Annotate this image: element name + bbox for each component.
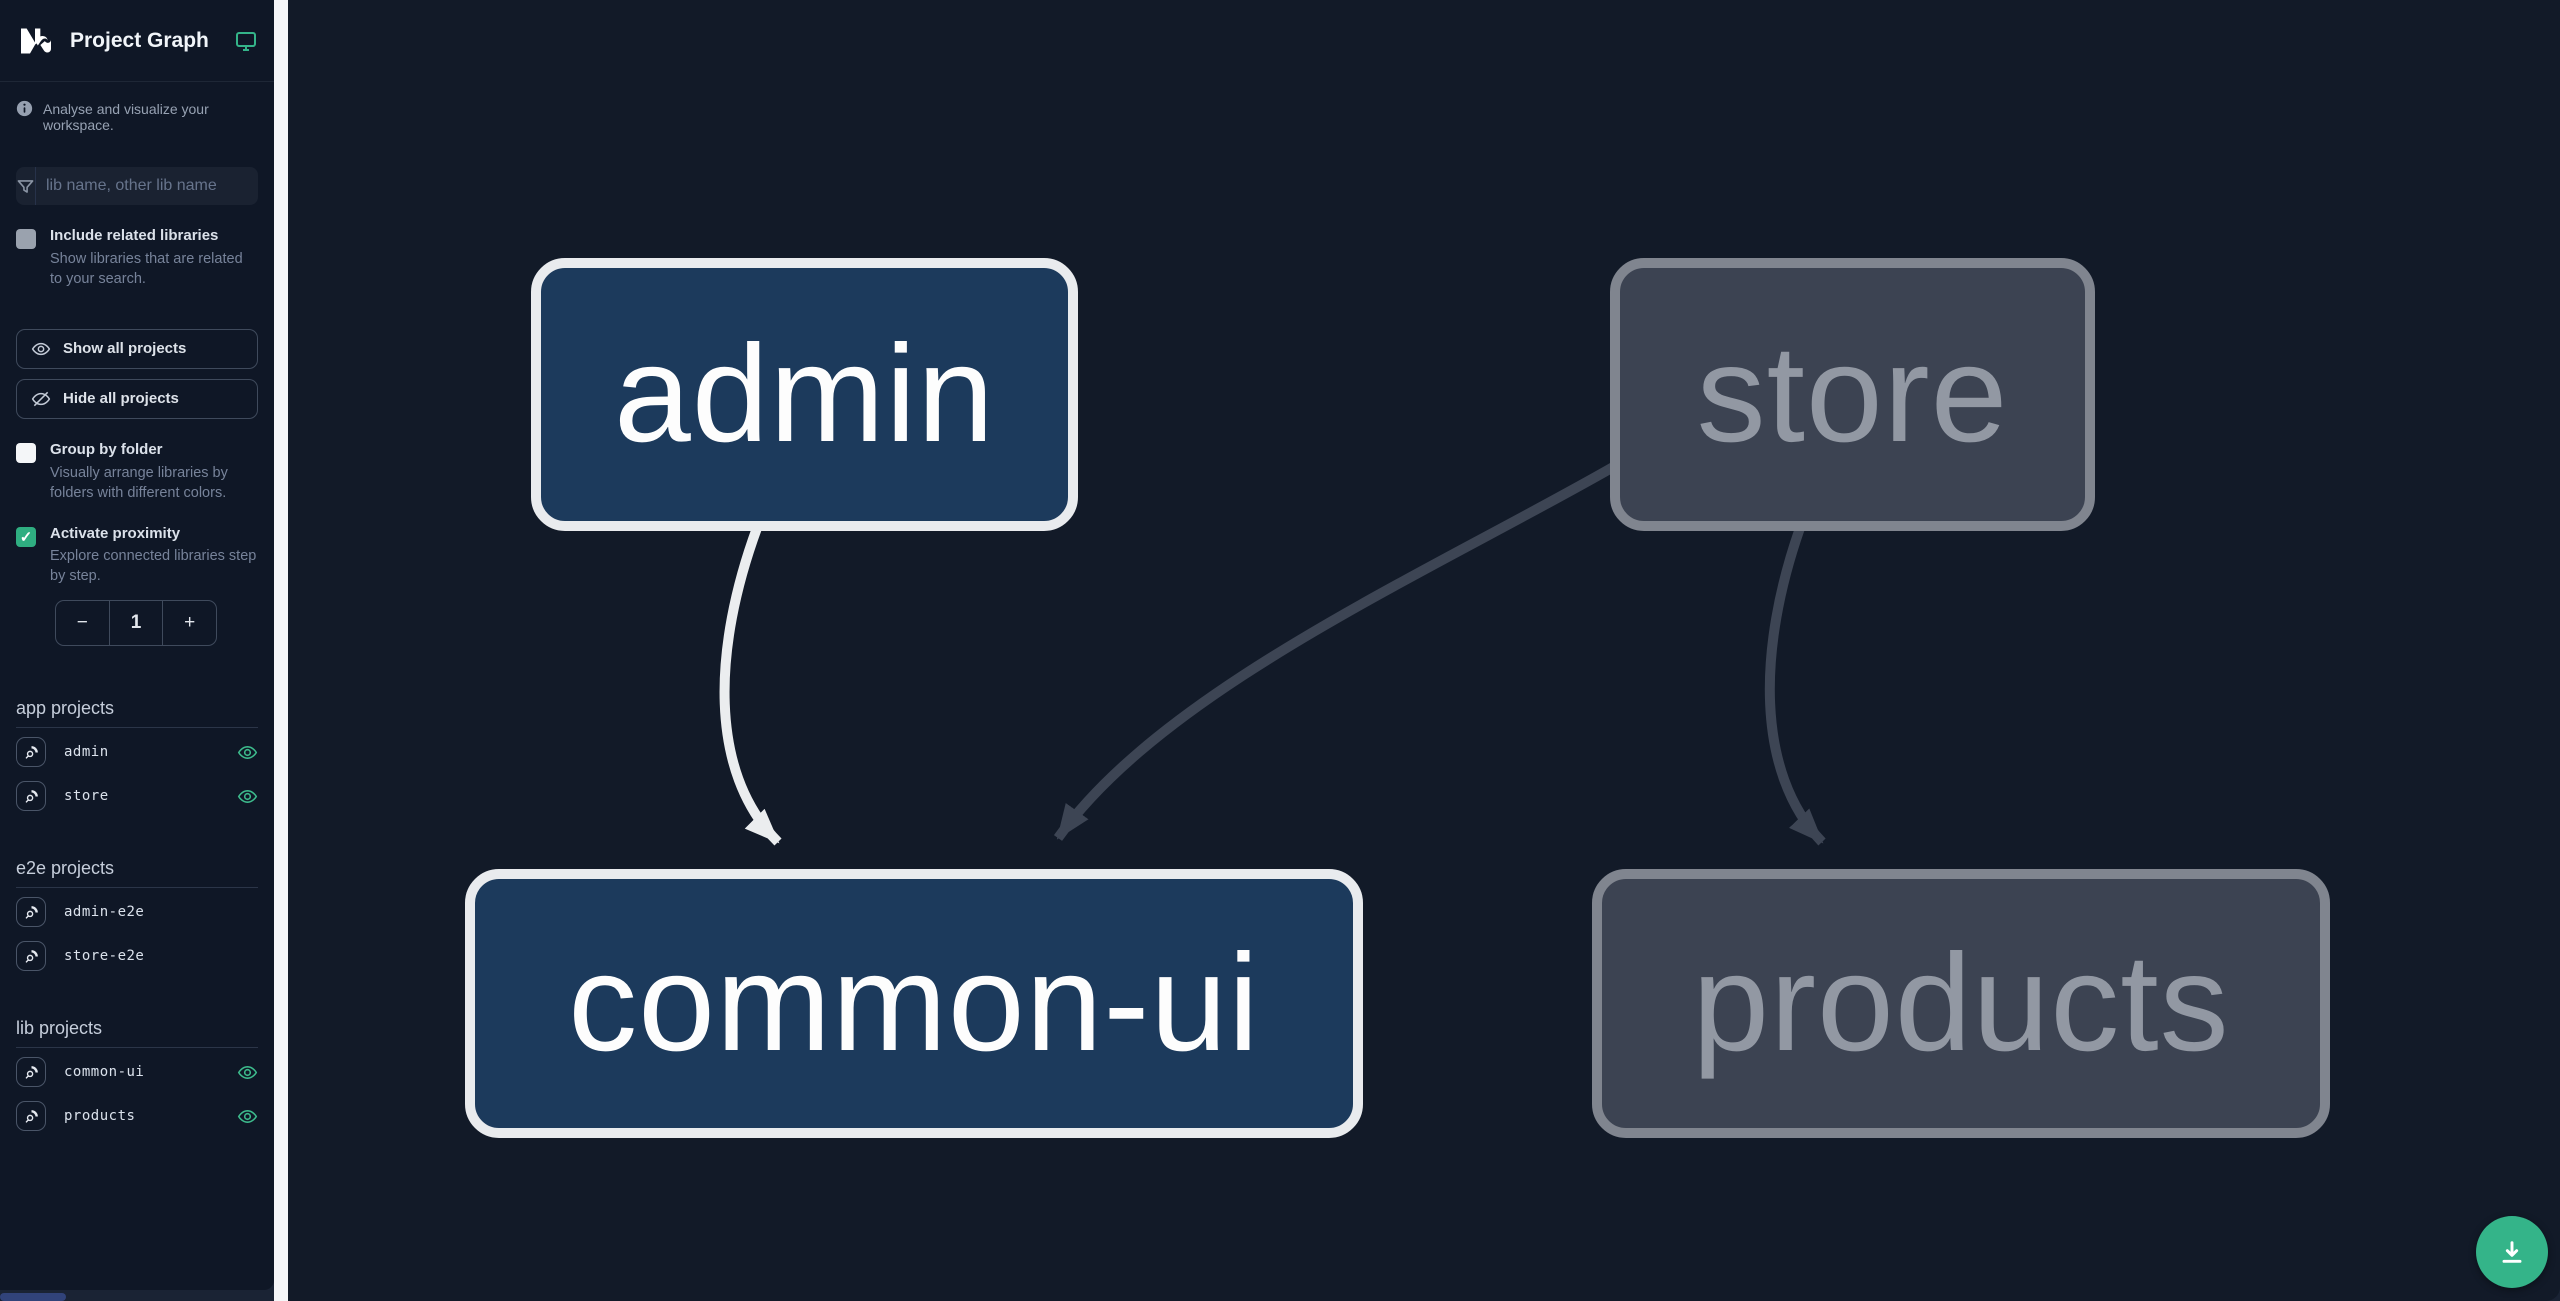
section-title: lib projects <box>16 1018 258 1049</box>
project-row-store: store <box>16 776 258 816</box>
sidebar-resize-handle[interactable] <box>274 0 288 1301</box>
info-icon <box>16 100 33 117</box>
focus-project-button[interactable] <box>16 941 46 972</box>
project-name: admin-e2e <box>64 904 145 921</box>
section-lib-projects: lib projects common-ui <box>16 1018 258 1136</box>
filter-input[interactable] <box>36 167 258 205</box>
include-related-row: Include related libraries Show libraries… <box>0 227 274 289</box>
horizontal-scrollbar-thumb[interactable] <box>0 1293 66 1301</box>
graph-node-store[interactable]: store <box>1610 258 2095 531</box>
focus-project-button[interactable] <box>16 897 46 928</box>
project-name: common-ui <box>64 1064 145 1081</box>
group-by-folder-description: Visually arrange libraries by folders wi… <box>50 464 228 501</box>
nx-logo <box>16 21 56 61</box>
focus-project-button[interactable] <box>16 781 46 812</box>
section-title: app projects <box>16 698 258 729</box>
graph-node-products[interactable]: products <box>1592 869 2330 1138</box>
include-related-label: Include related libraries <box>50 227 219 244</box>
project-name: admin <box>64 744 109 761</box>
include-related-description: Show libraries that are related to your … <box>50 250 243 287</box>
decrement-button[interactable]: − <box>76 612 88 634</box>
node-label: admin <box>614 317 995 471</box>
activate-proximity-row: ✓ Activate proximity Explore connected l… <box>0 525 274 587</box>
section-e2e-projects: e2e projects admin-e2e <box>16 858 258 976</box>
section-title: e2e projects <box>16 858 258 889</box>
focus-project-button[interactable] <box>16 737 46 768</box>
sidebar: Project Graph Analyse and visualize your… <box>0 0 274 1290</box>
toggle-visibility-eye-icon[interactable] <box>237 1062 258 1083</box>
bottom-strip <box>0 1290 274 1301</box>
toggle-visibility-eye-icon[interactable] <box>237 742 258 763</box>
toggle-visibility-eye-icon[interactable] <box>237 786 258 807</box>
hide-all-projects-button[interactable]: Hide all projects <box>16 378 258 419</box>
funnel-icon <box>16 167 36 205</box>
project-row-common-ui: common-ui <box>16 1052 258 1092</box>
sidebar-header: Project Graph <box>0 0 274 82</box>
node-label: common-ui <box>568 926 1260 1080</box>
project-name: products <box>64 1108 136 1125</box>
open-on-desktop-icon[interactable] <box>234 29 258 53</box>
project-row-products: products <box>16 1096 258 1136</box>
proximity-depth-stepper: − 1 + <box>55 600 217 647</box>
focus-project-button[interactable] <box>16 1101 46 1132</box>
increment-button[interactable]: + <box>162 601 216 646</box>
group-by-folder-row: Group by folder Visually arrange librari… <box>0 441 274 503</box>
project-row-store-e2e: store-e2e <box>16 936 258 976</box>
show-all-projects-button[interactable]: Show all projects <box>16 328 258 369</box>
node-label: products <box>1692 926 2230 1080</box>
group-by-folder-checkbox[interactable] <box>16 442 36 463</box>
eye-slash-icon <box>31 389 51 409</box>
show-all-projects-label: Show all projects <box>63 340 187 358</box>
tagline-text: Analyse and visualize your workspace. <box>43 101 209 133</box>
proximity-depth-value: 1 <box>108 601 163 646</box>
include-related-checkbox[interactable] <box>16 229 36 249</box>
activate-proximity-checkbox[interactable]: ✓ <box>16 526 36 547</box>
eye-icon <box>31 339 51 359</box>
project-name: store-e2e <box>64 948 145 965</box>
node-label: store <box>1696 317 2009 471</box>
group-by-folder-label: Group by folder <box>50 440 163 458</box>
toggle-visibility-eye-icon[interactable] <box>237 1106 258 1127</box>
download-image-button[interactable] <box>2476 1216 2548 1288</box>
hide-all-projects-label: Hide all projects <box>63 390 179 408</box>
filter-box <box>16 167 258 205</box>
page-title: Project Graph <box>70 28 209 52</box>
activate-proximity-description: Explore connected libraries step by step… <box>50 548 257 585</box>
project-row-admin-e2e: admin-e2e <box>16 892 258 932</box>
graph-node-common-ui[interactable]: common-ui <box>465 869 1363 1138</box>
section-app-projects: app projects admin <box>16 698 258 816</box>
activate-proximity-label: Activate proximity <box>50 524 181 542</box>
tagline-row: Analyse and visualize your workspace. <box>0 82 274 133</box>
project-name: store <box>64 788 109 805</box>
project-row-admin: admin <box>16 732 258 772</box>
download-icon <box>2496 1236 2528 1268</box>
focus-project-button[interactable] <box>16 1057 46 1088</box>
graph-node-admin[interactable]: admin <box>531 258 1078 531</box>
